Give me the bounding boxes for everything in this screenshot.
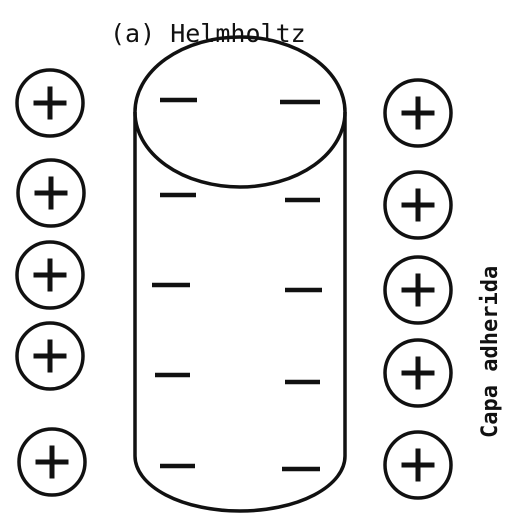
right-ion-1: [383, 78, 453, 148]
left-ion-5: [17, 427, 87, 497]
right-ion-2: [383, 170, 453, 240]
right-ion-column: [383, 78, 453, 500]
left-ion-1: [15, 68, 85, 138]
plus-sign: [401, 448, 435, 482]
plus-sign: [401, 188, 435, 222]
left-ion-4: [15, 321, 85, 391]
right-ion-4: [383, 338, 453, 408]
cylinder-top-ellipse: [133, 35, 347, 189]
plus-sign: [34, 176, 68, 210]
left-ion-3: [15, 240, 85, 310]
surface-charges: [152, 97, 322, 472]
plus-sign: [35, 445, 69, 479]
left-ion-column: [15, 68, 87, 497]
plus-sign: [33, 258, 67, 292]
right-ion-3: [383, 255, 453, 325]
figure-title: (a) Helmholtz: [110, 19, 306, 48]
electrode-cylinder: [133, 35, 347, 513]
cylinder-bottom-arc: [133, 455, 347, 513]
right-ion-5: [383, 430, 453, 500]
plus-sign: [401, 96, 435, 130]
side-label: Capa adherida: [478, 266, 503, 438]
plus-sign: [401, 273, 435, 307]
plus-sign: [33, 86, 67, 120]
plus-sign: [33, 339, 67, 373]
left-ion-2: [16, 158, 86, 228]
plus-sign: [401, 356, 435, 390]
